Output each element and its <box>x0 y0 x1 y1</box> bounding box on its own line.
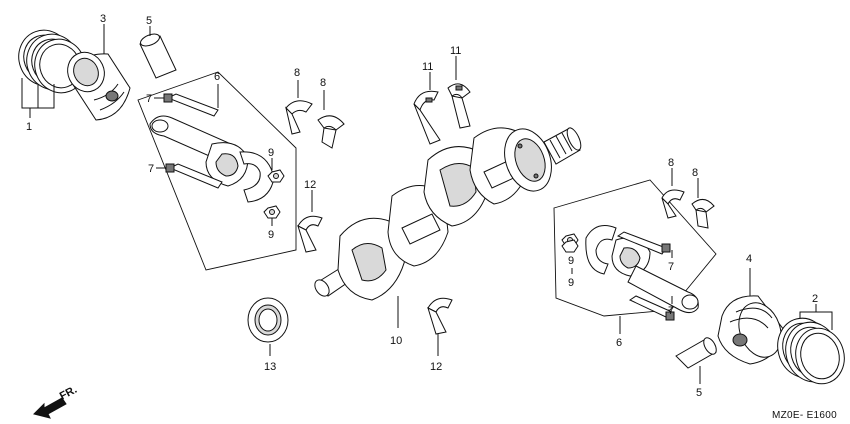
thrust-bearing-b <box>447 83 471 129</box>
callout-4: 4 <box>746 253 752 265</box>
crankshaft <box>314 127 582 301</box>
callout-8-left-a: 8 <box>294 67 300 79</box>
callout-7-left-top: 7 <box>146 93 152 105</box>
callout-6-left: 6 <box>214 71 220 83</box>
callout-9-left-bottom: 9 <box>268 229 274 241</box>
main-bearing-12-left <box>297 215 323 253</box>
conrod-cap-left <box>239 151 275 203</box>
callout-7-right-top: 7 <box>668 261 674 273</box>
main-bearing-right-a <box>661 189 685 219</box>
piston-rings-right <box>777 317 845 385</box>
piston-pin-left <box>139 33 177 79</box>
callout-1: 1 <box>26 121 32 133</box>
main-bearing-left-a <box>285 100 313 135</box>
conrod-box-left <box>137 71 297 271</box>
conrod-box-right <box>553 179 717 317</box>
callout-7-left-bottom: 7 <box>148 163 154 175</box>
conrod-right <box>611 237 699 314</box>
callout-11-a: 11 <box>422 61 433 73</box>
callout-12-left: 12 <box>304 179 316 191</box>
callout-5-right: 5 <box>696 387 702 399</box>
callout-10: 10 <box>390 335 402 347</box>
main-bearing-left-b <box>317 115 345 149</box>
conrod-bolt-left-top <box>163 93 219 117</box>
conrod-left <box>149 115 249 187</box>
conrod-nut-left-bottom <box>263 205 281 219</box>
callout-8-right-a: 8 <box>668 157 674 169</box>
direction-label: FR. <box>58 384 79 403</box>
callout-9-right-bottom: 9 <box>568 277 574 289</box>
callout-3: 3 <box>100 13 106 25</box>
callout-11-b: 11 <box>450 45 461 57</box>
main-bearing-12-bottom <box>427 297 453 335</box>
conrod-cap-right <box>585 225 617 275</box>
oil-seal <box>247 297 289 343</box>
callout-13: 13 <box>264 361 276 373</box>
callout-12-bottom: 12 <box>430 361 442 373</box>
conrod-nut-right-bottom <box>561 239 579 253</box>
callout-2: 2 <box>812 293 818 305</box>
callout-9-left-top: 9 <box>268 147 274 159</box>
callout-9-right-top: 9 <box>568 255 574 267</box>
piston-pin-right <box>675 337 717 369</box>
callout-8-right-b: 8 <box>692 167 698 179</box>
conrod-bolt-right-bottom <box>628 295 675 321</box>
callout-5-left: 5 <box>146 15 152 27</box>
callout-6-right: 6 <box>616 337 622 349</box>
callout-7-right-bottom: 7 <box>668 305 674 317</box>
diagram-code: MZ0E- E1600 <box>772 410 837 421</box>
piston-left <box>67 51 131 121</box>
front-direction-arrow-icon <box>33 397 67 419</box>
thrust-bearing-a <box>413 90 441 145</box>
main-bearing-right-b <box>691 199 715 229</box>
piston-right <box>717 295 785 365</box>
conrod-nut-left-top <box>267 169 285 183</box>
callout-8-left-b: 8 <box>320 77 326 89</box>
conrod-bolt-right-top <box>616 231 671 255</box>
